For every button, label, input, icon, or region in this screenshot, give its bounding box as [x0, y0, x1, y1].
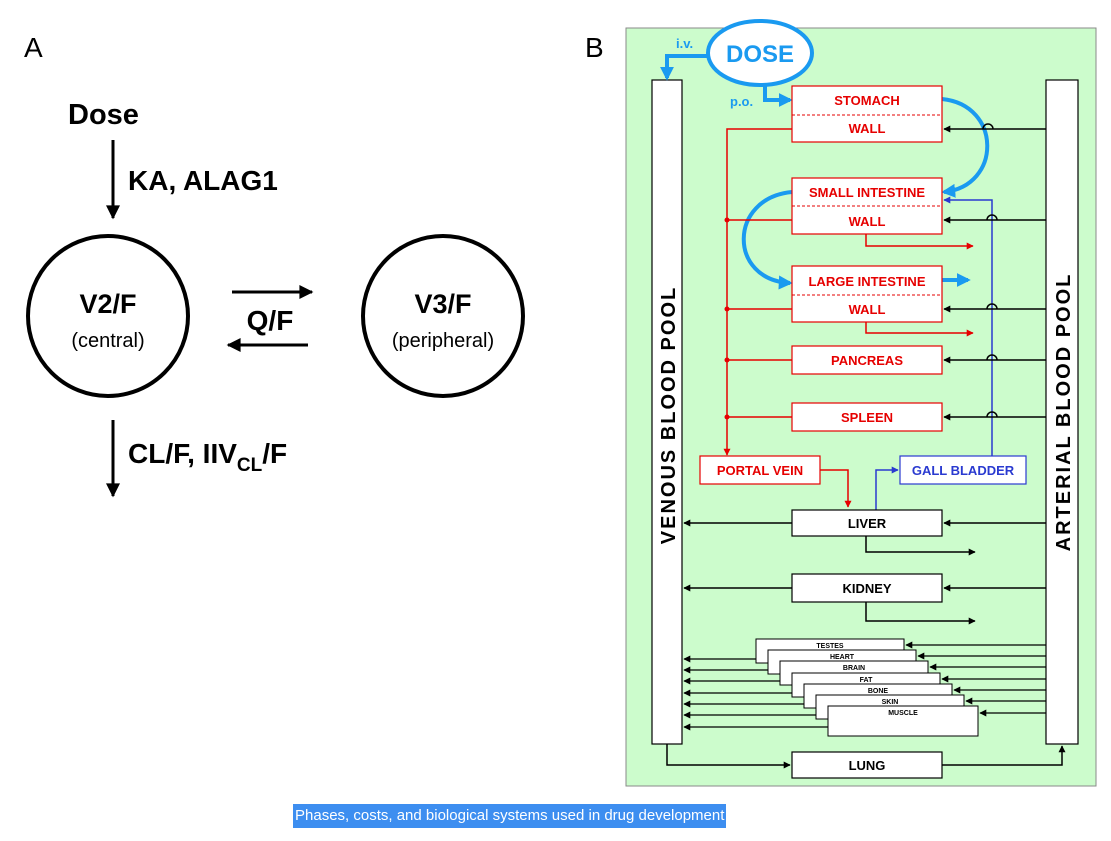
- stomach-label: STOMACH: [834, 93, 899, 108]
- elimination-label: CL/F, IIVCL/F: [128, 438, 287, 476]
- venous-outflows: [683, 519, 976, 625]
- panel-b: B VENOUS BLOOD POOL ARTERIAL BLOOD POOL …: [585, 19, 1097, 787]
- peripheral-sub: (peripheral): [392, 330, 494, 352]
- gall-bladder-box: GALL BLADDER: [899, 455, 1027, 485]
- iv-arrow: [660, 54, 708, 81]
- tissue-venous-outflows: [683, 655, 828, 731]
- svg-text:BRAIN: BRAIN: [843, 665, 865, 672]
- spleen-box: SPLEEN: [791, 402, 943, 432]
- portal-junctions: [724, 217, 730, 420]
- lung-box: LUNG: [791, 751, 943, 779]
- bile-path: [875, 196, 993, 510]
- svg-text:FAT: FAT: [860, 677, 873, 684]
- lung-circulation: [666, 744, 1066, 769]
- large-intestine-label: LARGE INTESTINE: [808, 274, 925, 289]
- peripheral-compartment: [361, 234, 525, 398]
- iv-label: i.v.: [676, 36, 693, 51]
- svg-text:HEART: HEART: [830, 654, 855, 661]
- portal-network: [723, 128, 974, 508]
- dose-label-b: DOSE: [726, 41, 794, 68]
- tissue-arterial-inflows: [905, 641, 1046, 717]
- pancreas-box: PANCREAS: [791, 345, 943, 375]
- dose-ellipse: [706, 19, 814, 87]
- stomach-to-si-arrow: [941, 97, 990, 198]
- dose-label: Dose: [68, 99, 139, 131]
- tissue-muscle: MUSCLE: [827, 705, 979, 737]
- panel-a-label: A: [24, 32, 43, 63]
- small-intestine-box: SMALL INTESTINE WALL: [791, 177, 943, 235]
- central-name: V2/F: [79, 289, 136, 319]
- absorption-label: KA, ALAG1: [128, 165, 278, 196]
- portal-vein-box: PORTAL VEIN: [699, 455, 821, 485]
- central-sub: (central): [71, 330, 144, 352]
- large-intestine-box: LARGE INTESTINE WALL: [791, 265, 943, 323]
- kidney-label: KIDNEY: [842, 581, 891, 596]
- stomach-wall-label: WALL: [849, 121, 886, 136]
- pancreas-label: PANCREAS: [831, 353, 903, 368]
- line-hops: [982, 123, 998, 418]
- svg-text:MUSCLE: MUSCLE: [888, 710, 918, 717]
- si-to-li-arrow: [741, 190, 793, 290]
- figure-caption: Phases, costs, and biological systems us…: [293, 804, 727, 828]
- venous-pool-label: VENOUS BLOOD POOL: [658, 286, 680, 544]
- central-compartment: [26, 234, 190, 398]
- arterial-pool-label: ARTERIAL BLOOD POOL: [1053, 273, 1075, 552]
- venous-blood-pool: [651, 79, 683, 745]
- small-intestine-wall-label: WALL: [849, 214, 886, 229]
- kidney-box: KIDNEY: [791, 573, 943, 603]
- svg-text:BONE: BONE: [868, 688, 889, 695]
- portal-vein-label: PORTAL VEIN: [717, 463, 803, 478]
- arterial-blood-pool: [1045, 79, 1079, 745]
- stomach-box: STOMACH WALL: [791, 85, 943, 143]
- liver-box: LIVER: [791, 509, 943, 537]
- liver-label: LIVER: [848, 516, 887, 531]
- gall-bladder-label: GALL BLADDER: [912, 463, 1015, 478]
- svg-text:SKIN: SKIN: [882, 699, 899, 706]
- lung-label: LUNG: [849, 758, 886, 773]
- po-label: p.o.: [730, 94, 753, 109]
- tissue-stack: TESTES HEART BRAIN FAT BONE SKIN: [755, 638, 979, 737]
- arterial-inflows: [943, 125, 1046, 592]
- small-intestine-label: SMALL INTESTINE: [809, 185, 925, 200]
- spleen-label: SPLEEN: [841, 410, 893, 425]
- po-arrow: [763, 85, 793, 107]
- panel-b-label: B: [585, 32, 604, 63]
- q-label: Q/F: [247, 305, 294, 336]
- large-intestine-wall-label: WALL: [849, 302, 886, 317]
- svg-text:TESTES: TESTES: [816, 643, 844, 650]
- panel-a: A Dose KA, ALAG1 V2/F (central) V3/F (pe…: [24, 32, 525, 498]
- peripheral-name: V3/F: [414, 289, 471, 319]
